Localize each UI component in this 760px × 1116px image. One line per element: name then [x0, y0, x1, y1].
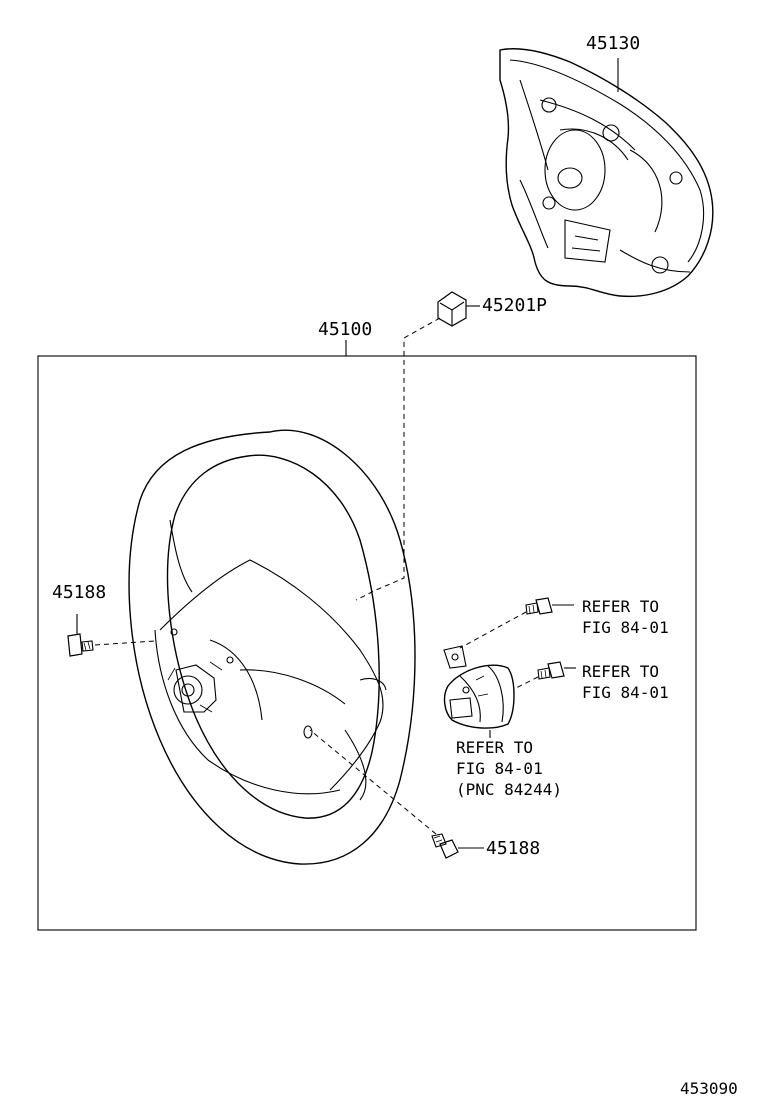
- left-bolt-drawing: [67, 633, 94, 657]
- bottom-bolt-dashed-leader: [309, 729, 437, 835]
- nut-dashed-leader: [355, 317, 441, 601]
- steering-pad-drawing: [499, 48, 714, 298]
- figure-number: 453090: [680, 1079, 738, 1098]
- label-45188-bottom: 45188: [486, 838, 541, 859]
- bottom-bolt-drawing: [431, 833, 459, 859]
- label-45188-left: 45188: [52, 582, 107, 603]
- screw-top-drawing: [525, 597, 553, 615]
- screw-right-dashed-leader: [515, 676, 539, 689]
- label-refer-fig-84-01-top: REFER TO FIG 84-01: [582, 597, 669, 637]
- label-45100: 45100: [318, 319, 373, 340]
- wheel-assembly-box: [37, 355, 697, 931]
- screw-right-drawing: [537, 661, 565, 680]
- screw-top-dashed-leader: [459, 611, 527, 649]
- label-refer-fig-84-01-pnc: REFER TO FIG 84-01 (PNC 84244): [456, 738, 562, 799]
- label-refer-fig-84-01-right: REFER TO FIG 84-01: [582, 662, 669, 702]
- left-bolt-dashed-leader: [94, 640, 156, 646]
- steering-wheel-drawing: [128, 429, 416, 865]
- switch-module-drawing: [443, 645, 515, 729]
- nut-drawing: [437, 291, 467, 327]
- label-45130: 45130: [586, 33, 641, 54]
- label-45201p: 45201P: [482, 295, 548, 316]
